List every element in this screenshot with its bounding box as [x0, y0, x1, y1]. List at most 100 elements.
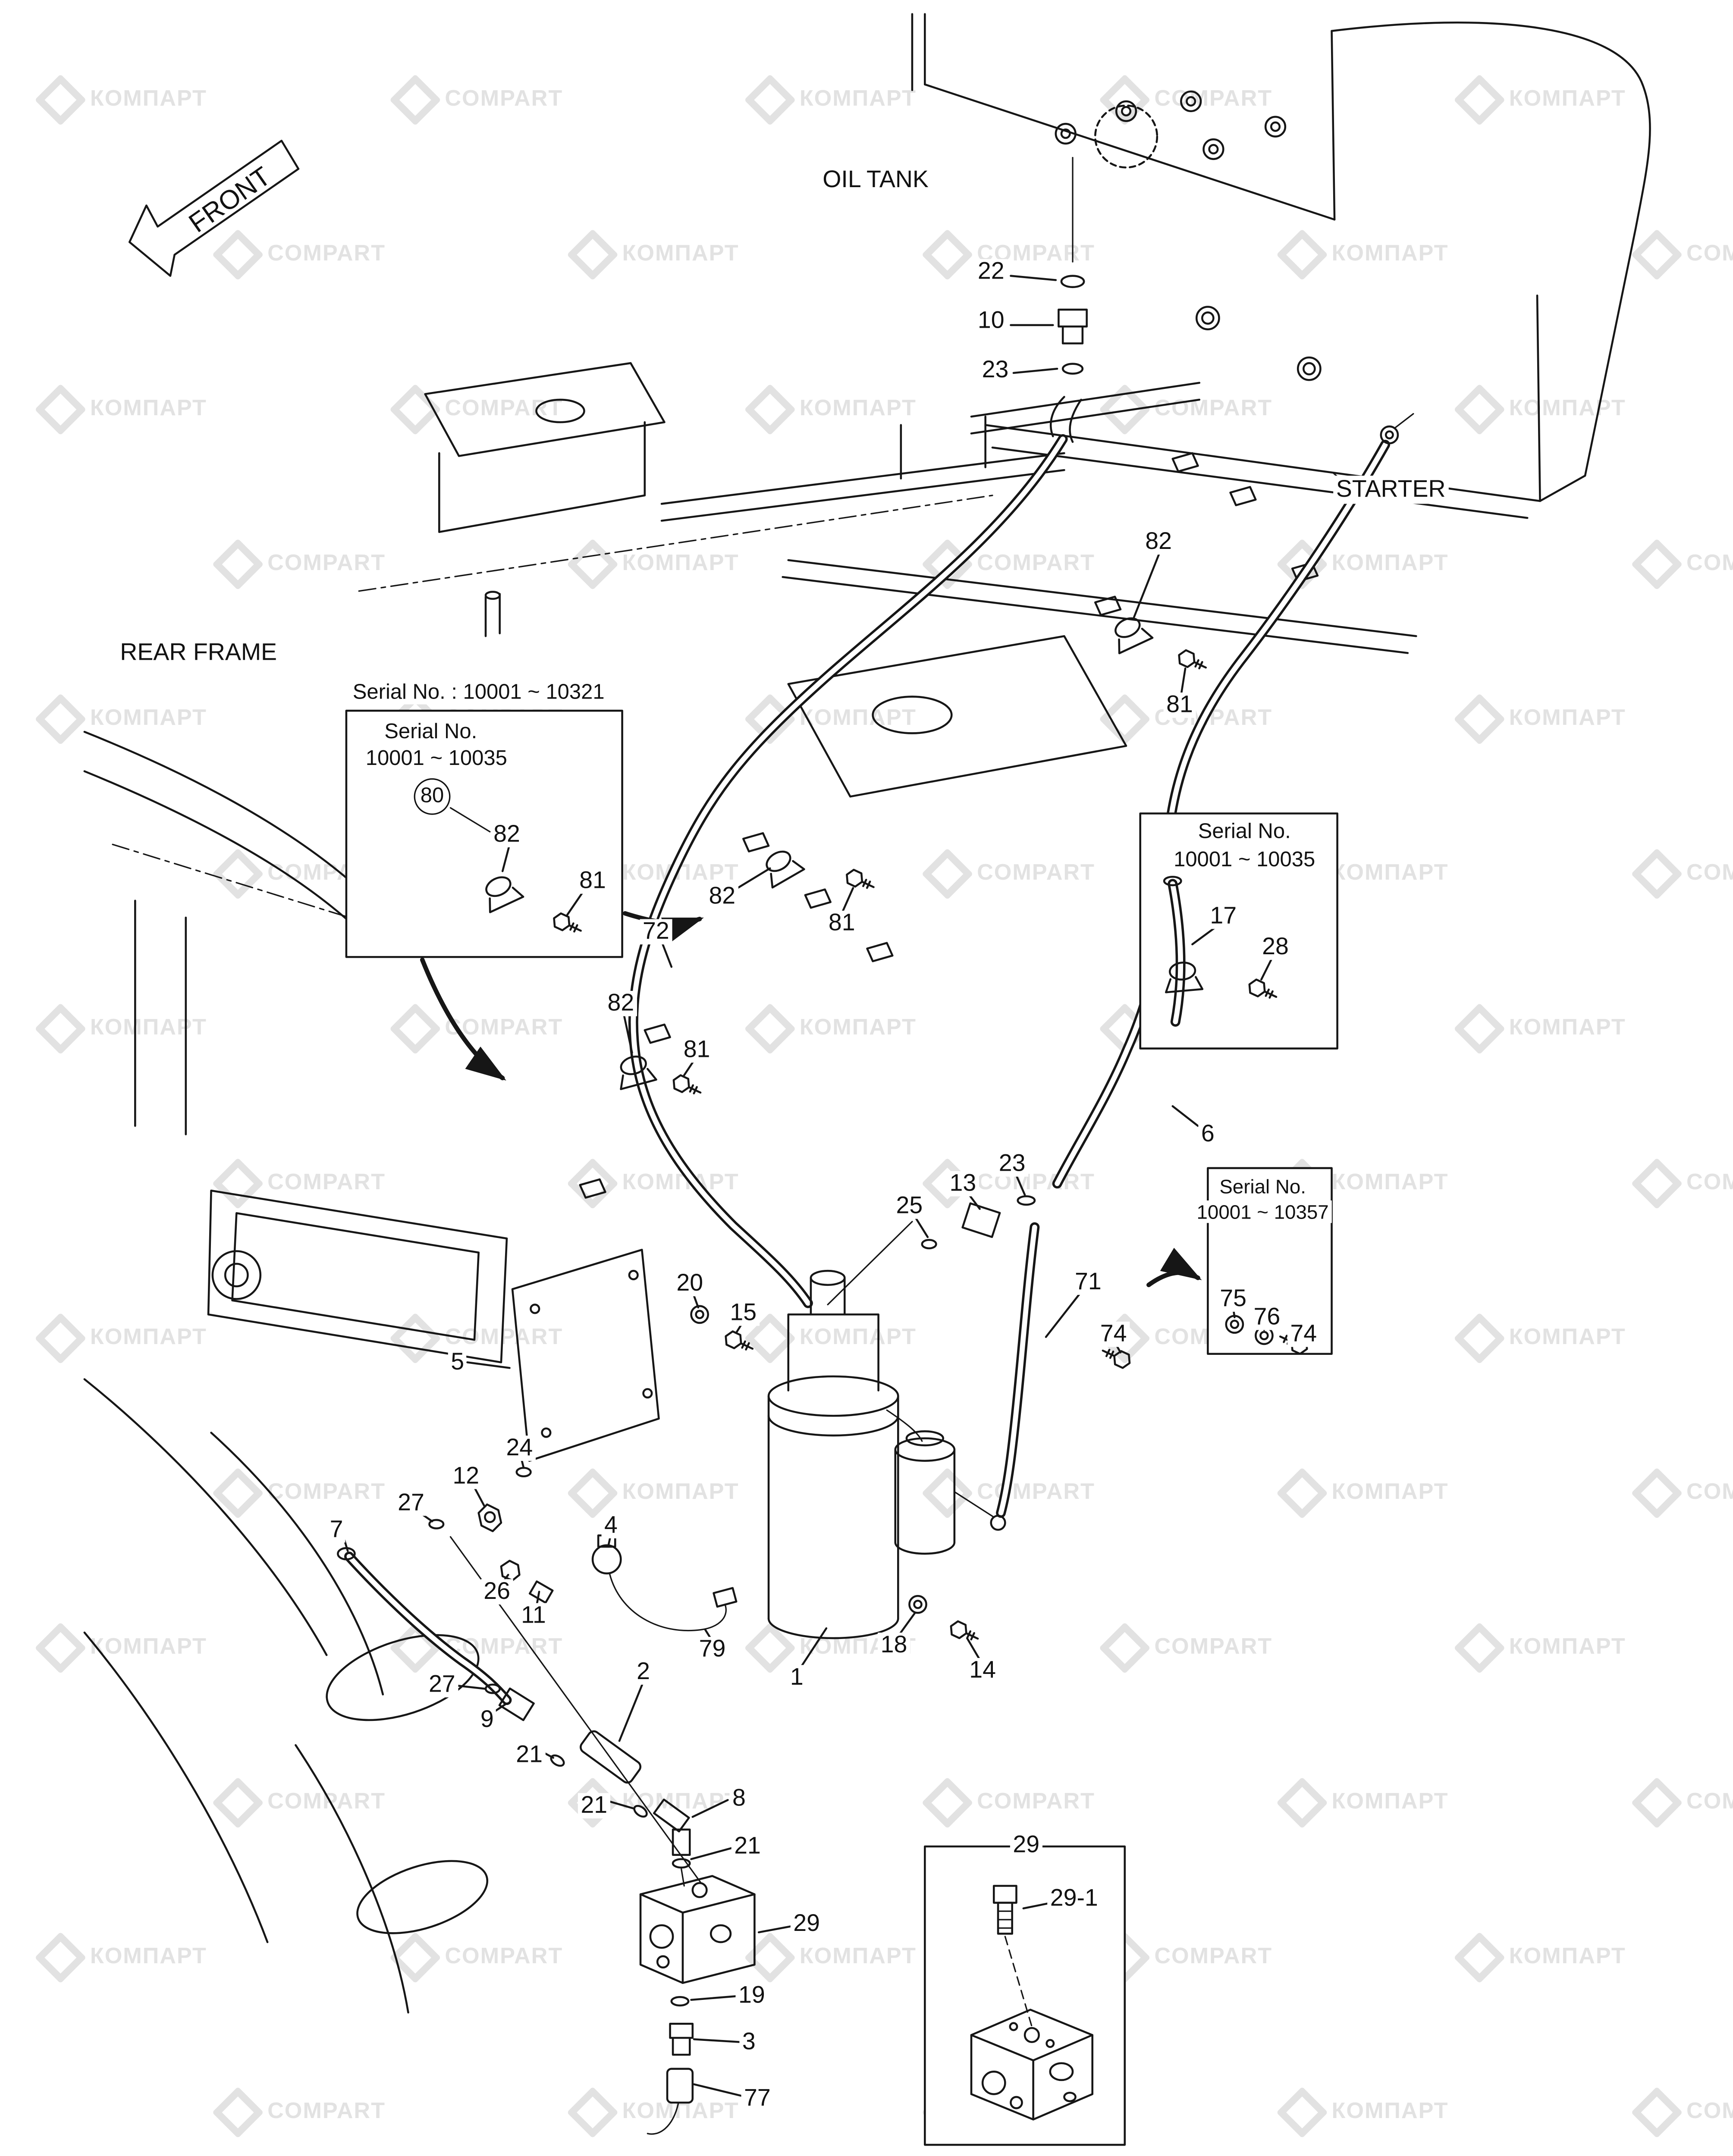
watermark: COMPART [389, 74, 563, 126]
watermark-text: КОМПАРТ [90, 1635, 207, 1660]
watermark-text: КОМПАРТ [622, 242, 739, 266]
part-label-2: 2 [634, 1659, 653, 1685]
watermark: КОМПАРТ [1276, 848, 1449, 900]
watermark: COMPART [389, 1931, 563, 1984]
serial-box-3-line1-label: Serial No. [1216, 1175, 1309, 1198]
watermark: КОМПАРТ [1454, 1003, 1626, 1055]
part-label-6: 6 [1198, 1121, 1218, 1147]
part-label-77: 77 [741, 2085, 774, 2111]
watermark-text: COMPART [977, 552, 1095, 576]
watermark-text: КОМПАРТ [1331, 242, 1449, 266]
part-label-21: 21 [513, 1742, 546, 1768]
part-label-74: 74 [1097, 1321, 1130, 1347]
part-label-81: 81 [1163, 692, 1196, 718]
watermark-text: КОМПАРТ [622, 1790, 739, 1814]
watermark-text: КОМПАРТ [799, 87, 917, 111]
serial-box-2-line2-label: 10001 ~ 10035 [1171, 848, 1318, 872]
part-label-29-1: 29-1 [1047, 1886, 1101, 1911]
watermark: КОМПАРТ [1276, 1157, 1449, 1210]
part-label-29: 29 [1010, 1832, 1042, 1858]
watermark-text: COMPART [267, 1171, 386, 1195]
watermark: КОМПАРТ [567, 2086, 739, 2138]
watermark: КОМПАРТ [744, 1312, 917, 1364]
rear-frame-structure [83, 362, 1417, 2014]
watermark: COMPART [1631, 229, 1733, 281]
part-label-4: 4 [601, 1513, 621, 1539]
part-label-27: 27 [426, 1672, 458, 1697]
front-direction-label: FRONT [184, 162, 277, 239]
watermark: КОМПАРТ [567, 229, 739, 281]
watermark-text: COMPART [1686, 861, 1733, 885]
pressure-switch-4 [591, 1534, 738, 1632]
part-label-79: 79 [696, 1636, 728, 1662]
watermark-text: COMPART [1154, 87, 1273, 111]
watermark: КОМПАРТ [567, 1157, 739, 1210]
watermark-text: КОМПАРТ [1331, 2100, 1449, 2124]
serial-box-1-line2-label: 10001 ~ 10035 [363, 746, 510, 771]
watermark-text: COMPART [1154, 1945, 1273, 1969]
part-label-23: 23 [996, 1151, 1029, 1177]
part-label-23: 23 [979, 357, 1011, 383]
watermark: COMPART [212, 2086, 386, 2138]
watermark: КОМПАРТ [744, 383, 917, 436]
part-label-76: 76 [1251, 1304, 1283, 1330]
watermark-text: КОМПАРТ [90, 1945, 207, 1969]
watermark: COMPART [1631, 2086, 1733, 2138]
serial-box-3-line2-label: 10001 ~ 10357 [1193, 1200, 1332, 1223]
watermark-text: COMPART [977, 861, 1095, 885]
watermark-text: КОМПАРТ [1331, 861, 1449, 885]
hose-71 [990, 1222, 1040, 1531]
watermark-text: COMPART [267, 242, 386, 266]
watermark-text: COMPART [267, 1480, 386, 1505]
watermark: КОМПАРТ [744, 1003, 917, 1055]
part-label-28: 28 [1259, 934, 1292, 960]
part-label-9: 9 [477, 1707, 497, 1733]
part-label-82: 82 [1142, 529, 1175, 555]
watermark-text: КОМПАРТ [799, 1016, 917, 1040]
part-label-12: 12 [449, 1463, 482, 1489]
watermark: КОМПАРТ [35, 74, 207, 126]
part-label-82: 82 [706, 884, 738, 909]
part-label-27: 27 [395, 1490, 427, 1516]
watermark-text: COMPART [1686, 552, 1733, 576]
watermark: КОМПАРТ [1454, 1622, 1626, 1674]
watermark: COMPART [1099, 383, 1273, 436]
part-label-29: 29 [790, 1911, 823, 1937]
watermark-text: COMPART [267, 2100, 386, 2124]
watermark-text: КОМПАРТ [90, 397, 207, 421]
watermark-text: КОМПАРТ [1331, 1480, 1449, 1505]
part-label-18: 18 [878, 1632, 910, 1658]
watermark-text: КОМПАРТ [1509, 87, 1626, 111]
watermark-text: COMPART [267, 552, 386, 576]
oil-tank-label: OIL TANK [819, 166, 932, 194]
watermark-text: COMPART [445, 1945, 563, 1969]
hose-72 [628, 434, 1068, 1308]
watermark-text: КОМПАРТ [90, 706, 207, 730]
watermark: COMPART [212, 1467, 386, 1519]
part-label-81: 81 [681, 1037, 713, 1062]
part-label-15: 15 [727, 1300, 760, 1326]
watermark-text: КОМПАРТ [1331, 1171, 1449, 1195]
watermark: КОМПАРТ [567, 538, 739, 590]
watermark-text: КОМПАРТ [90, 87, 207, 111]
watermark: КОМПАРТ [35, 1622, 207, 1674]
watermark-text: COMPART [1686, 2100, 1733, 2124]
fuel-pump-assembly [767, 1269, 995, 1645]
watermark: COMPART [1631, 1157, 1733, 1210]
watermark-text: КОМПАРТ [799, 1326, 917, 1350]
watermark-text: COMPART [1154, 397, 1273, 421]
watermark: COMPART [212, 538, 386, 590]
watermark: КОМПАРТ [1454, 383, 1626, 436]
watermark: COMPART [1099, 1931, 1273, 1984]
part-label-81: 81 [576, 868, 609, 894]
part-label-7: 7 [327, 1517, 346, 1542]
part-label-10: 10 [975, 308, 1008, 334]
mounting-plate-5 [511, 1248, 756, 1462]
watermark: КОМПАРТ [1276, 1467, 1449, 1519]
watermark: КОМПАРТ [1454, 1312, 1626, 1364]
part-label-3: 3 [739, 2029, 759, 2055]
part-label-71: 71 [1072, 1269, 1105, 1295]
